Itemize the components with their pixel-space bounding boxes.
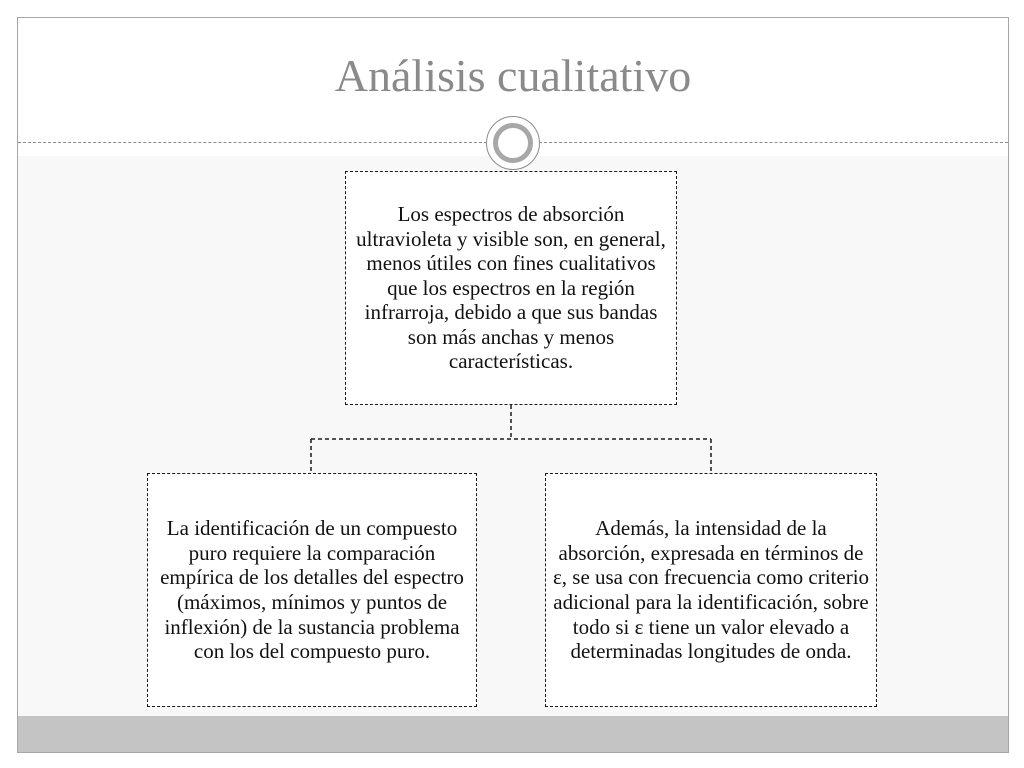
diagram-box-top-text: Los espectros de absorción ultravioleta … — [356, 202, 666, 374]
diagram-box-right: Además, la intensidad de la absorción, e… — [545, 473, 877, 707]
circle-ring-icon — [486, 116, 540, 170]
diagram-box-top: Los espectros de absorción ultravioleta … — [345, 171, 677, 405]
diagram-box-left: La identificación de un compuesto puro r… — [147, 473, 477, 707]
slide-title: Análisis cualitativo — [334, 50, 692, 101]
slide: Análisis cualitativo Los espectros de ab… — [17, 17, 1009, 753]
bottom-band — [18, 716, 1008, 752]
diagram-box-right-text: Además, la intensidad de la absorción, e… — [552, 516, 870, 664]
diagram-box-left-text: La identificación de un compuesto puro r… — [160, 516, 464, 664]
